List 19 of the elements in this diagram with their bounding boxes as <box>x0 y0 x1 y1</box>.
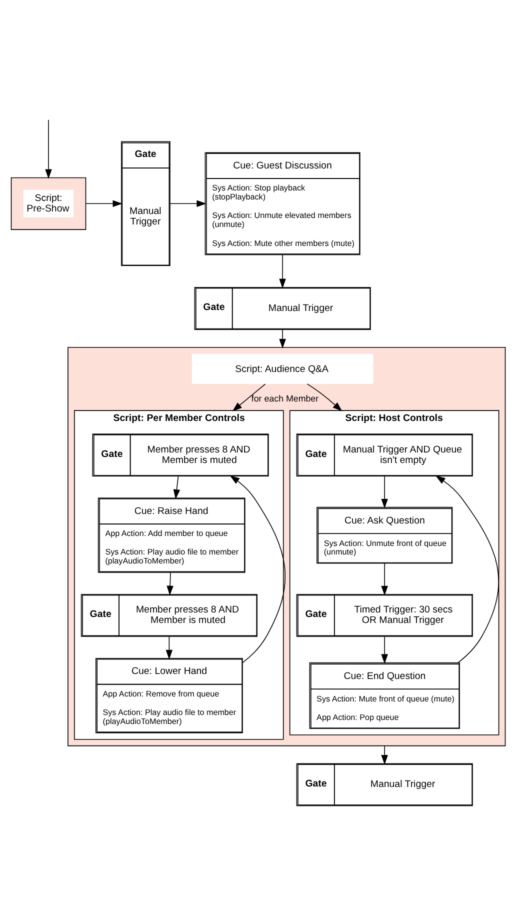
arrow <box>166 572 174 595</box>
arrow <box>436 475 499 663</box>
arrow <box>86 200 122 207</box>
arrow <box>170 200 206 207</box>
arrow <box>381 636 388 664</box>
cluster <box>68 346 506 746</box>
node-box: Script: Audience Q&A <box>192 353 374 384</box>
arrow <box>232 383 266 411</box>
arrow <box>381 744 388 764</box>
arrow <box>279 254 286 288</box>
arrow <box>166 636 173 660</box>
arrow <box>230 475 286 663</box>
arrow <box>173 475 180 499</box>
arrow <box>45 118 52 178</box>
edge-label: for each Member <box>251 392 319 403</box>
arrow <box>279 328 286 348</box>
arrow <box>381 475 388 508</box>
arrow <box>306 383 342 411</box>
arrow <box>381 562 388 596</box>
